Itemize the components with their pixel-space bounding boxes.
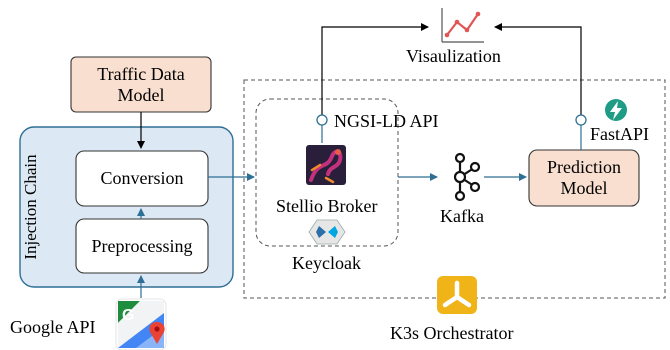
google-maps-icon: G (115, 298, 167, 350)
kafka-icon (453, 152, 481, 202)
arrow-ngsi-to-visualization (321, 23, 429, 120)
stellio-icon (306, 145, 346, 185)
traffic-data-model-label: Traffic Data Model (97, 63, 185, 105)
preprocessing-label: Preprocessing (91, 235, 193, 256)
keycloak-icon (308, 219, 346, 245)
arrow-fastapi-to-visualization (494, 23, 582, 120)
ngsi-ld-api-label: NGSI-LD API (334, 111, 439, 131)
k3s-orchestrator-label: K3s Orchestrator (390, 323, 514, 343)
fastapi-icon (605, 99, 627, 121)
injection-chain-label: Injection Chain (21, 154, 40, 260)
visualization-label: Visaulization (406, 46, 501, 66)
conversion-label: Conversion (100, 168, 184, 188)
fastapi-label: FastAPI (590, 124, 650, 144)
kafka-label: Kafka (440, 206, 484, 226)
svg-text:G: G (122, 307, 134, 324)
stellio-broker-label: Stellio Broker (276, 196, 378, 216)
fastapi-port (575, 114, 587, 126)
k3s-icon (437, 276, 477, 314)
keycloak-label: Keycloak (292, 253, 361, 273)
prediction-model-label: Prediction Model (547, 157, 621, 198)
preprocessing-box (75, 218, 209, 274)
line-chart-icon (440, 6, 484, 44)
google-api-label: Google API (10, 317, 96, 337)
prediction-model-box (528, 149, 640, 207)
stellio-boundary (255, 98, 399, 247)
ngsi-ld-api-port (316, 114, 328, 126)
conversion-box (75, 150, 209, 207)
